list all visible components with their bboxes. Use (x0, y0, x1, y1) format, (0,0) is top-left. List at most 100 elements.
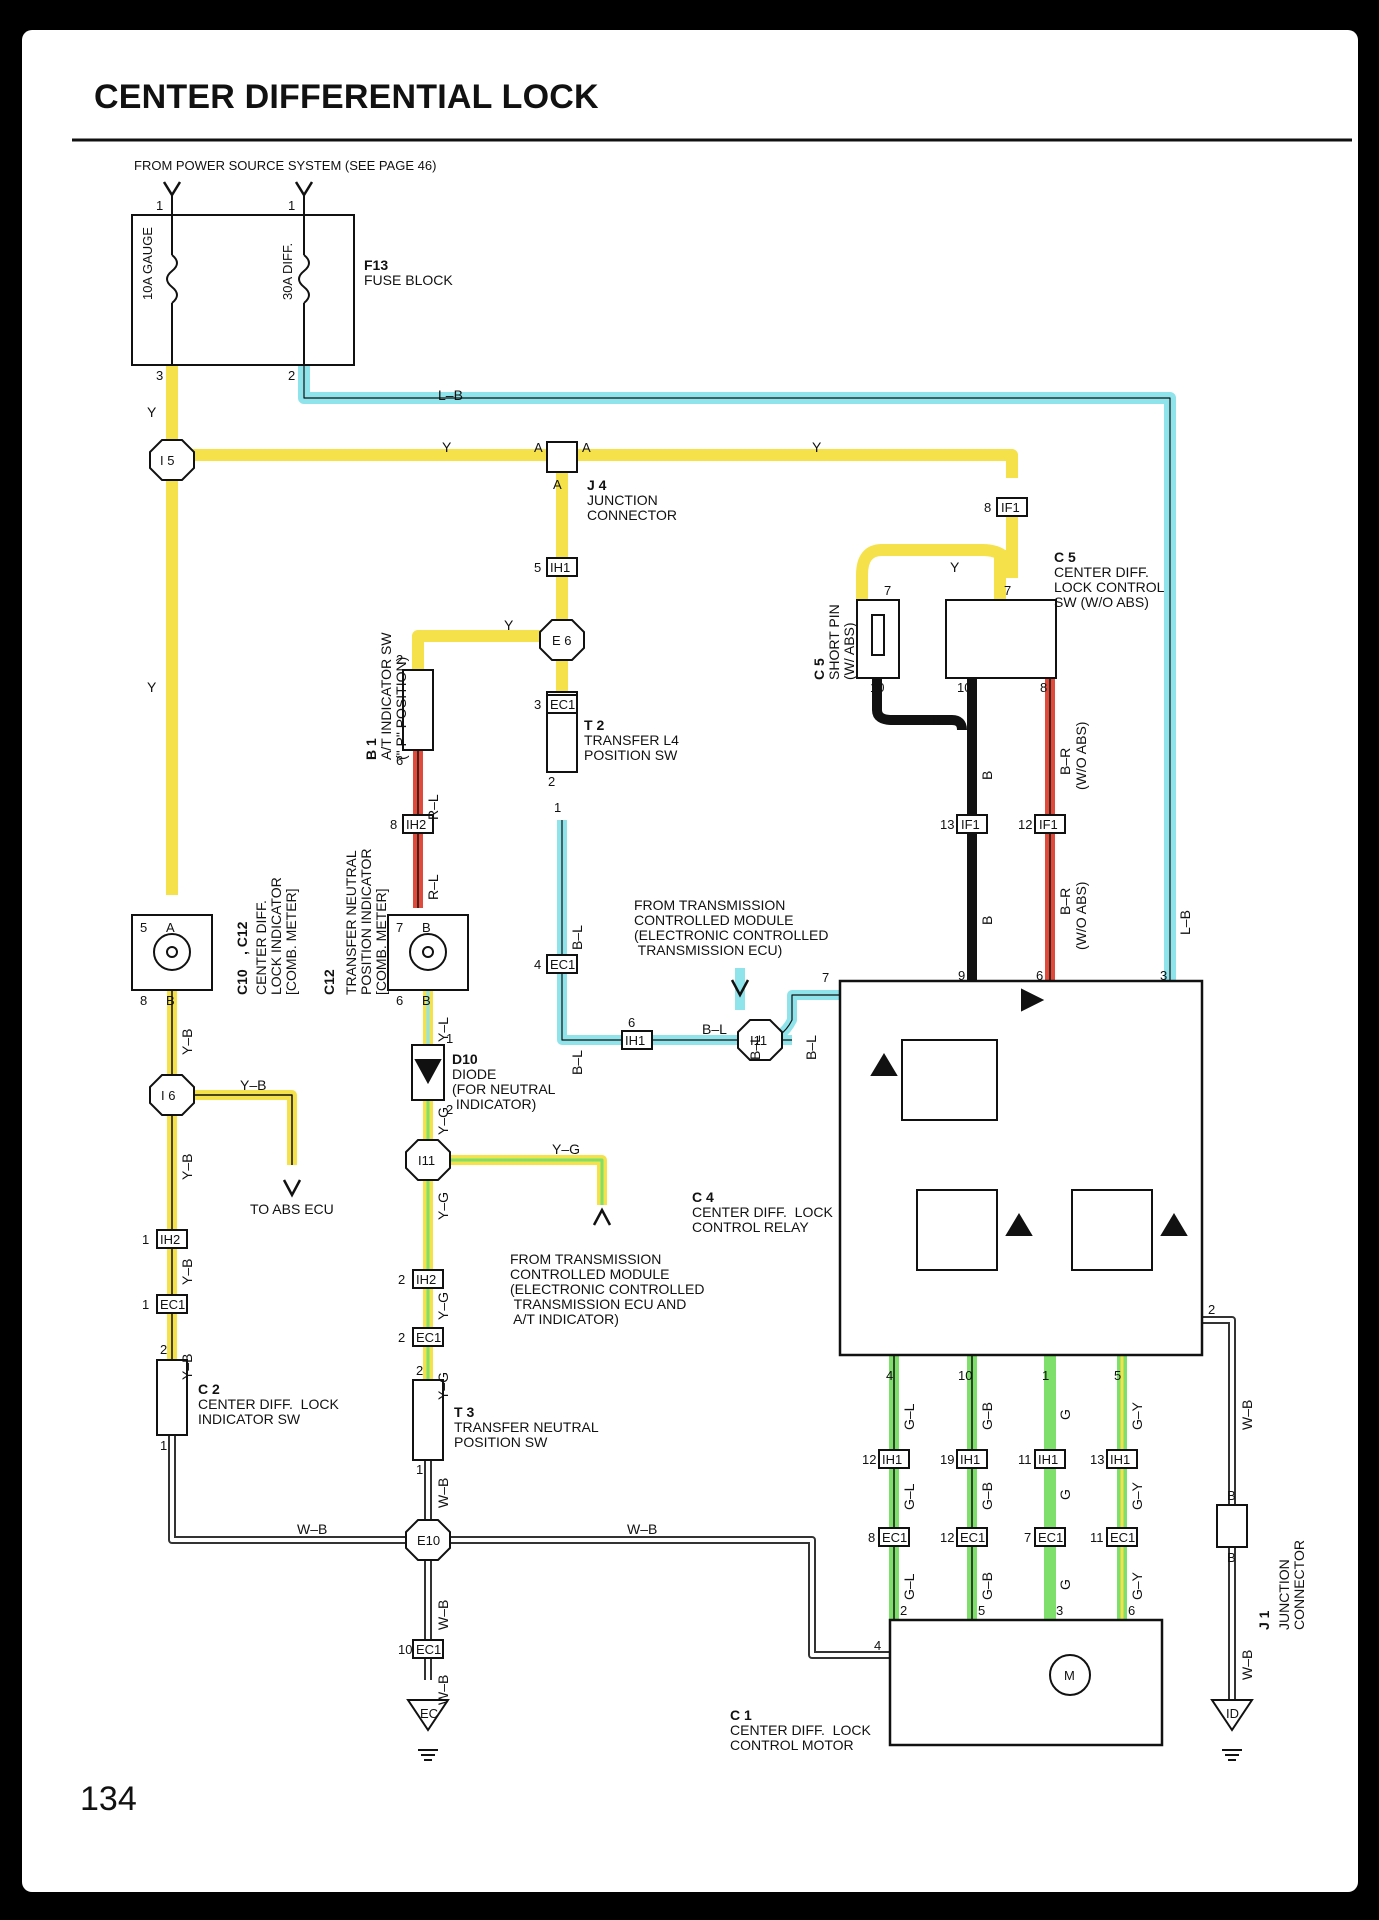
wl-b-2: B (979, 770, 995, 780)
b1-id: B 1 (363, 738, 379, 760)
wl-yb-5: Y–B (240, 1077, 267, 1093)
c4-relay (838, 979, 1204, 1357)
c1-name: CENTER DIFF. LOCK CONTROL MOTOR (730, 1722, 871, 1753)
pin-c4-1: 1 (1042, 1368, 1050, 1383)
pin-ih1-11: 11 (1018, 1452, 1032, 1467)
pin-c10-8: 8 (140, 993, 148, 1008)
c5-pin-name: SHORT PIN (W/ ABS) (826, 604, 857, 680)
wl-yg-5: Y–G (552, 1141, 581, 1157)
pin-c4-2: 2 (1208, 1302, 1216, 1317)
pin-c2-2: 2 (160, 1342, 168, 1357)
pin-ec1-4: 4 (534, 957, 542, 972)
pin-f13-3: 3 (156, 368, 164, 383)
wire-wb-c1-in (428, 1538, 890, 1657)
connector-boxes (156, 497, 1138, 1659)
wl-wb-1: W–B (297, 1521, 328, 1537)
wl-gl-2: G–L (901, 1483, 917, 1510)
wl-yb-1: Y–B (179, 1028, 195, 1055)
arrows (162, 181, 750, 1226)
wl-bl-1: B–L (569, 925, 585, 950)
wire-wb-in (170, 1410, 430, 1680)
pin-ih1-12: 12 (862, 1452, 877, 1467)
pin-ec1-8: 8 (868, 1530, 876, 1545)
pin-ih2-2: 2 (398, 1272, 406, 1287)
wl-b-3: B (979, 915, 995, 925)
pin-c5-pin-10: 10 (870, 680, 885, 695)
wl-yg-2: Y–G (435, 1191, 451, 1220)
box-label-ec1-f: EC1 (960, 1530, 986, 1545)
wl-rl-2: R–L (425, 874, 441, 900)
wl-gy-3: G–Y (1129, 1571, 1145, 1600)
box-ec1-c (156, 1294, 188, 1314)
wl-gb-1: G–B (979, 1401, 995, 1430)
wire-b-pin (872, 678, 967, 731)
c10-id: C10 (234, 969, 250, 995)
f13-id: F13 (364, 257, 389, 273)
c5-pin-id: C 5 (811, 658, 827, 680)
pin-c5-sw-8: 8 (1040, 680, 1048, 695)
ecu1-arrow (730, 979, 750, 998)
page-number: 134 (80, 1780, 137, 1818)
junctions (149, 439, 783, 1561)
wire-y-top (172, 449, 1018, 478)
pin-ec1-3: 3 (534, 697, 542, 712)
wl-wb-5: W–B (435, 1674, 451, 1705)
pin-c12-7: 7 (396, 920, 404, 935)
c5-switch (945, 599, 1057, 679)
c4-coil-1 (901, 1039, 998, 1121)
box-label-if1-top: IF1 (1001, 500, 1020, 515)
box-label-if1-b: IF1 (961, 817, 980, 832)
wl-rl-1: R–L (425, 794, 441, 820)
pin-c10-5: 5 (140, 920, 148, 935)
wire-wb-out (168, 1410, 432, 1680)
box-ec1-f (956, 1527, 988, 1547)
pin-j4-a3: A (553, 477, 562, 492)
wire-lb-core (303, 365, 1171, 981)
c1-id: C 1 (730, 1707, 752, 1723)
pin-c5-pin-7: 7 (884, 583, 892, 598)
pin-f13-2: 2 (288, 368, 296, 383)
wl-y-2: Y (147, 679, 157, 695)
fuse-10a-label: 10A GAUGE (140, 227, 155, 300)
pin-j4-a2: A (582, 440, 591, 455)
box-ih1-e (1034, 1449, 1066, 1469)
box-label-ec1-d: EC1 (416, 1330, 442, 1345)
box-label-ih1-e: IH1 (1038, 1452, 1059, 1467)
meter-c12-b2: B (422, 993, 431, 1008)
box-ih2-a (402, 814, 434, 834)
pin-c4-9: 9 (958, 968, 966, 983)
pin-ih2-8: 8 (390, 817, 398, 832)
box-label-ih2-b: IH2 (160, 1232, 181, 1247)
box-label-ih1-c: IH1 (882, 1452, 903, 1467)
wl-br-note-1: (W/O ABS) (1073, 721, 1089, 790)
c4-coil-3 (1071, 1189, 1153, 1271)
pin-ih1-6: 6 (628, 1015, 636, 1030)
box-ec1-b (546, 954, 578, 974)
box-ih2-b (156, 1229, 188, 1249)
fuse-30a-label: 30A DIFF. (280, 242, 295, 300)
wl-y-5: Y (504, 617, 514, 633)
node-i11-right (737, 1019, 783, 1061)
box-ih1-a (546, 557, 578, 577)
box-label-ih1-f: IH1 (1110, 1452, 1131, 1467)
pin-ec1-7: 7 (1024, 1530, 1032, 1545)
pin-j1-b2: B (1227, 1550, 1236, 1565)
components (131, 195, 1254, 1761)
pin-d10-2: 2 (446, 1102, 454, 1117)
box-label-ec1-c: EC1 (160, 1297, 186, 1312)
pin-c4-5: 5 (1114, 1368, 1122, 1383)
c5-name: CENTER DIFF. LOCK CONTROL SW (W/O ABS) (1054, 564, 1165, 610)
j1-box (1216, 1504, 1248, 1548)
b1-name: A/T INDICATOR SW (" P" POSITION) (378, 632, 409, 760)
box-ec1-g (1034, 1527, 1066, 1547)
pin-c4-10: 10 (958, 1368, 973, 1383)
c2-switch (156, 1359, 188, 1436)
wire-wb-c1 (428, 1536, 890, 1659)
pin-ih1-5: 5 (534, 560, 542, 575)
pin-c1-6: 6 (1128, 1603, 1136, 1618)
schematic-page: CENTER DIFFERENTIAL LOCK FROM POWER SOUR… (22, 30, 1358, 1892)
pin-c2-1: 1 (160, 1438, 168, 1453)
wire-yg-ecu-core (428, 1158, 604, 1205)
wire-yb-abs-core (172, 1094, 293, 1165)
c4-diode-3 (1160, 1213, 1188, 1236)
